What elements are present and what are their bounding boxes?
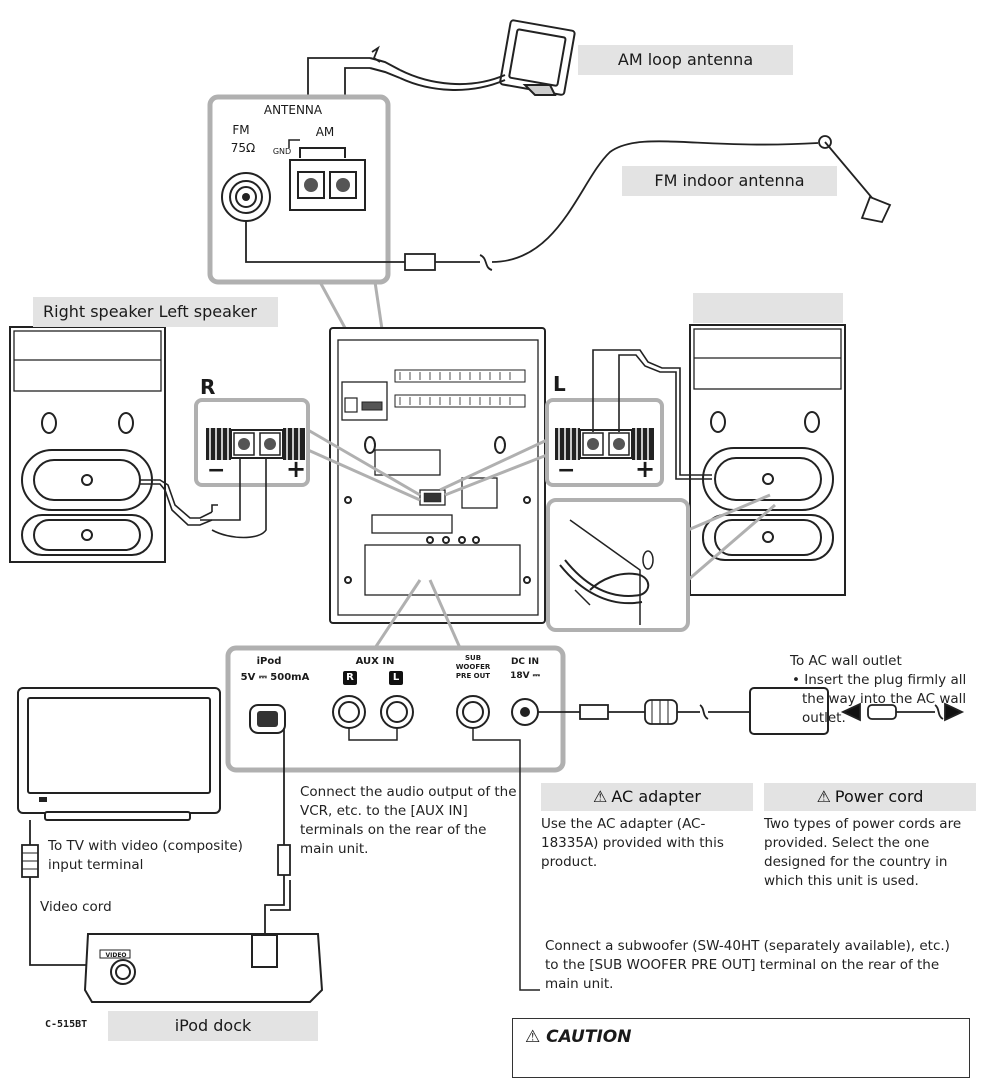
ipod-dock (83, 933, 324, 1003)
ac-adapter-text: Use the AC adapter (AC-18335A) provided … (541, 816, 724, 870)
aux-l-label: L (386, 671, 406, 685)
aux-in-note: Connect the audio output of the VCR, etc… (300, 784, 517, 857)
sub-woofer-label: SUB WOOFER PRE OUT (455, 654, 491, 680)
fm-ohm-label: 75Ω (230, 141, 256, 155)
fm-indoor-antenna-label: FM indoor antenna (622, 166, 837, 196)
l-minus-sign: − (557, 458, 576, 483)
main-unit (329, 327, 546, 624)
am-loop-antenna-label: AM loop antenna (578, 45, 793, 75)
am-label: AM (315, 125, 335, 139)
rear-callout-lines (373, 579, 462, 649)
r-callout-lines (307, 428, 421, 502)
dock-video-label: VIDEO (105, 952, 127, 959)
model-tag: C-515BT (45, 1019, 88, 1030)
video-cord (21, 728, 291, 966)
subwoofer-pointer-line (472, 728, 540, 991)
ac-wall-outlet-bullet: • Insert the plug firmly all the way int… (792, 672, 967, 726)
right-speaker-wire (140, 458, 267, 539)
antenna-title: ANTENNA (263, 103, 323, 117)
power-cord-heading: ⚠Power cord (764, 783, 976, 811)
r-terminal-letter: R (200, 375, 216, 399)
am-loop-antenna (369, 19, 576, 96)
ipod-rating-label: 5V ⎓ 500mA (240, 672, 310, 683)
video-cord-label: Video cord (40, 899, 112, 915)
caution-box: ⚠ CAUTION (512, 1018, 970, 1078)
ac-adapter-heading: ⚠AC adapter (541, 783, 753, 811)
ac-wall-outlet-note: To AC wall outlet (790, 653, 902, 669)
warning-triangle-icon: ⚠ (816, 787, 831, 806)
tv (17, 687, 221, 821)
r-minus-sign: − (207, 458, 226, 483)
left-speaker-wire (592, 349, 712, 480)
ipod-port-label: iPod (256, 656, 282, 667)
l-terminal-letter: L (553, 372, 566, 396)
aux-in-label: AUX IN (355, 656, 395, 667)
l-callout-lines (439, 438, 548, 497)
tv-input-note: To TV with video (composite) input termi… (48, 838, 243, 873)
fm-label: FM (232, 123, 250, 137)
antenna-panel-frame (207, 94, 391, 285)
l-plus-sign: + (635, 455, 656, 483)
aux-r-label: R (340, 671, 360, 685)
warning-triangle-icon: ⚠ (525, 1027, 541, 1047)
clip-callout-lines (687, 493, 776, 582)
left-terminal-frame (545, 398, 664, 487)
subwoofer-note: Connect a subwoofer (SW-40HT (separately… (545, 938, 950, 992)
right-terminal-frame (194, 398, 310, 487)
right-speaker (9, 326, 166, 563)
dc-in-label: DC IN (510, 657, 540, 667)
power-cord-text: Two types of power cords are provided. S… (764, 816, 962, 889)
r-plus-sign: + (286, 455, 307, 483)
ac-adapter-cord (538, 687, 965, 735)
left-speaker (689, 324, 846, 596)
warning-triangle-icon: ⚠ (593, 787, 608, 806)
cable-clip-detail (546, 498, 690, 632)
gnd-label: GND (272, 147, 292, 156)
ipod-dock-label: iPod dock (108, 1011, 318, 1041)
fm-antenna-wire (245, 135, 892, 271)
speaker-label-empty-box (693, 293, 843, 323)
right-left-speaker-label: Right speaker Left speaker (33, 297, 278, 327)
dc-rating-label: 18V ⎓ (510, 671, 540, 681)
caution-label: CAUTION (546, 1027, 632, 1047)
